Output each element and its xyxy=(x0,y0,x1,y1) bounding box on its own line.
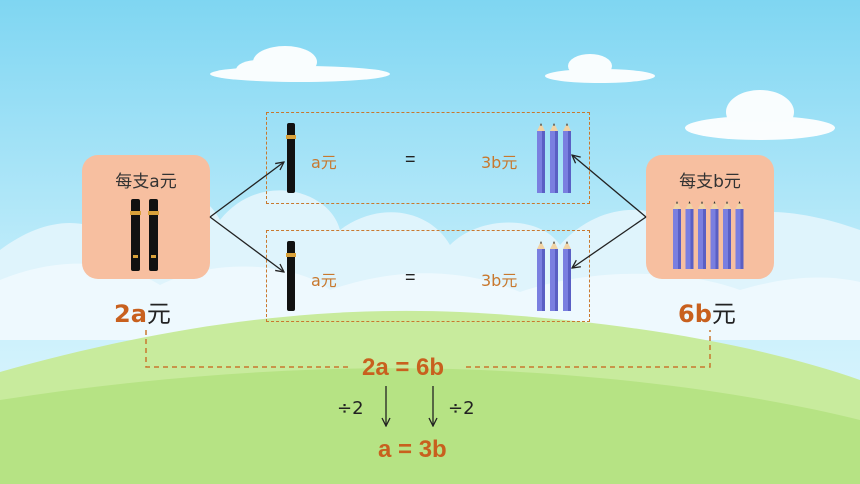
pencil-icon xyxy=(685,201,694,269)
pen-icon xyxy=(286,123,296,193)
result-text: a = 3b xyxy=(378,436,447,463)
right-total-unit: 元 xyxy=(711,300,736,328)
pencil-icon xyxy=(563,241,571,311)
left-card-title: 每支a元 xyxy=(115,172,177,192)
equation-text: 2a = 6b xyxy=(362,354,445,381)
pencil-icon xyxy=(673,201,681,269)
row2-pen-price: a元 xyxy=(311,271,337,290)
left-total-price: 2a元 xyxy=(114,294,171,329)
row2-equals: = xyxy=(405,267,416,287)
six-pencils-icon xyxy=(673,201,744,269)
divide-label-right: ÷2 xyxy=(448,398,475,419)
left-total-unit: 元 xyxy=(146,300,171,328)
comparison-box-2: a元 = 3b元 xyxy=(266,230,590,322)
comparison-box-1: a元 = 3b元 xyxy=(266,112,590,204)
pencil-icon xyxy=(550,123,558,193)
pencil-icon xyxy=(698,201,706,269)
pencil-icon xyxy=(723,201,731,269)
divide-label-left: ÷2 xyxy=(337,398,364,419)
pencil-icon xyxy=(537,123,545,193)
row1-pen-price: a元 xyxy=(311,153,337,172)
pencil-icon xyxy=(735,201,744,269)
row2-pencil-price: 3b元 xyxy=(481,271,518,290)
two-pens-icon xyxy=(130,199,159,271)
pencil-icon xyxy=(550,241,558,311)
right-total-coef: 6b xyxy=(678,300,712,328)
pencil-icon xyxy=(710,201,719,269)
three-pencils-icon xyxy=(537,241,571,311)
left-total-coef: 2a xyxy=(114,300,147,328)
pen-icon xyxy=(286,241,296,311)
right-pencil-card: 每支b元 xyxy=(646,155,774,279)
three-pencils-icon xyxy=(537,123,571,193)
left-pen-card: 每支a元 xyxy=(82,155,210,279)
right-total-price: 6b元 xyxy=(678,294,736,329)
row1-equals: = xyxy=(405,149,416,169)
pencil-icon xyxy=(537,241,545,311)
pencil-icon xyxy=(563,123,571,193)
row1-pencil-price: 3b元 xyxy=(481,153,518,172)
right-card-title: 每支b元 xyxy=(679,172,741,192)
